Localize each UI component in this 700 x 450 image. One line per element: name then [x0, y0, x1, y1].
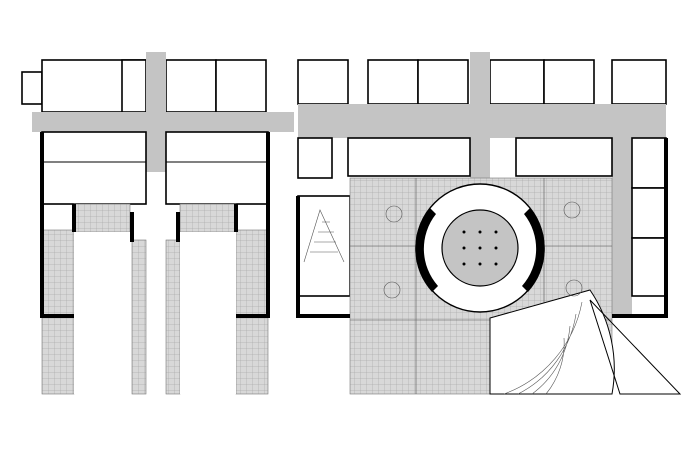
entrance-block	[21, 71, 43, 105]
room-top-right-4	[489, 59, 545, 105]
room-top-right-5	[543, 59, 595, 105]
room-top-right-2	[367, 59, 419, 105]
column	[494, 246, 498, 250]
paving-left-b	[73, 203, 131, 233]
room-mid-right-2	[347, 137, 471, 177]
amphitheatre-steps	[503, 301, 583, 395]
tree-icon-3	[383, 281, 401, 299]
right-wing	[296, 52, 682, 395]
room-top-right-6	[611, 59, 667, 105]
room-east-3	[631, 237, 667, 297]
column	[478, 230, 482, 234]
corridor-left-vertical	[146, 52, 166, 172]
hall-left-b	[165, 131, 269, 205]
tree-icon-4	[565, 279, 583, 297]
corridor-right-vertical	[470, 52, 490, 192]
paving-left-c	[179, 203, 237, 233]
rotunda-wall-arc-left	[415, 208, 438, 292]
amphitheatre-ramp	[589, 299, 682, 395]
column	[478, 246, 482, 250]
paving-left-d	[235, 229, 269, 395]
paving-left-a	[41, 229, 75, 395]
room-top-left-2	[121, 59, 147, 113]
column	[462, 262, 466, 266]
paving-left-strip-1	[131, 239, 147, 395]
tree-icon-2	[563, 201, 581, 219]
amphitheatre	[489, 289, 615, 395]
lawn-left-b	[180, 232, 236, 394]
column	[494, 262, 498, 266]
room-top-left-3	[165, 59, 217, 113]
room-east-1	[631, 137, 667, 189]
corridor-right-east	[612, 138, 632, 314]
column	[478, 262, 482, 266]
stair-hall	[297, 195, 351, 297]
column	[494, 230, 498, 234]
lawn-left-a	[74, 232, 130, 394]
stair-hall-steps	[303, 209, 345, 263]
room-top-right-3	[417, 59, 469, 105]
column	[462, 230, 466, 234]
room-east-2	[631, 187, 667, 239]
tree-icon-1	[385, 205, 403, 223]
left-wing	[21, 52, 294, 395]
hall-left-a	[41, 131, 147, 205]
room-mid-right-1	[297, 137, 333, 179]
courtyard-grid	[350, 178, 612, 394]
rotunda-wall-arc-right	[522, 208, 545, 292]
room-top-left-4	[215, 59, 267, 113]
rotunda-columns	[462, 230, 498, 266]
room-mid-right-3	[515, 137, 613, 177]
paving-left-strip-2	[165, 239, 181, 395]
column	[462, 246, 466, 250]
room-top-right-1	[297, 59, 349, 105]
